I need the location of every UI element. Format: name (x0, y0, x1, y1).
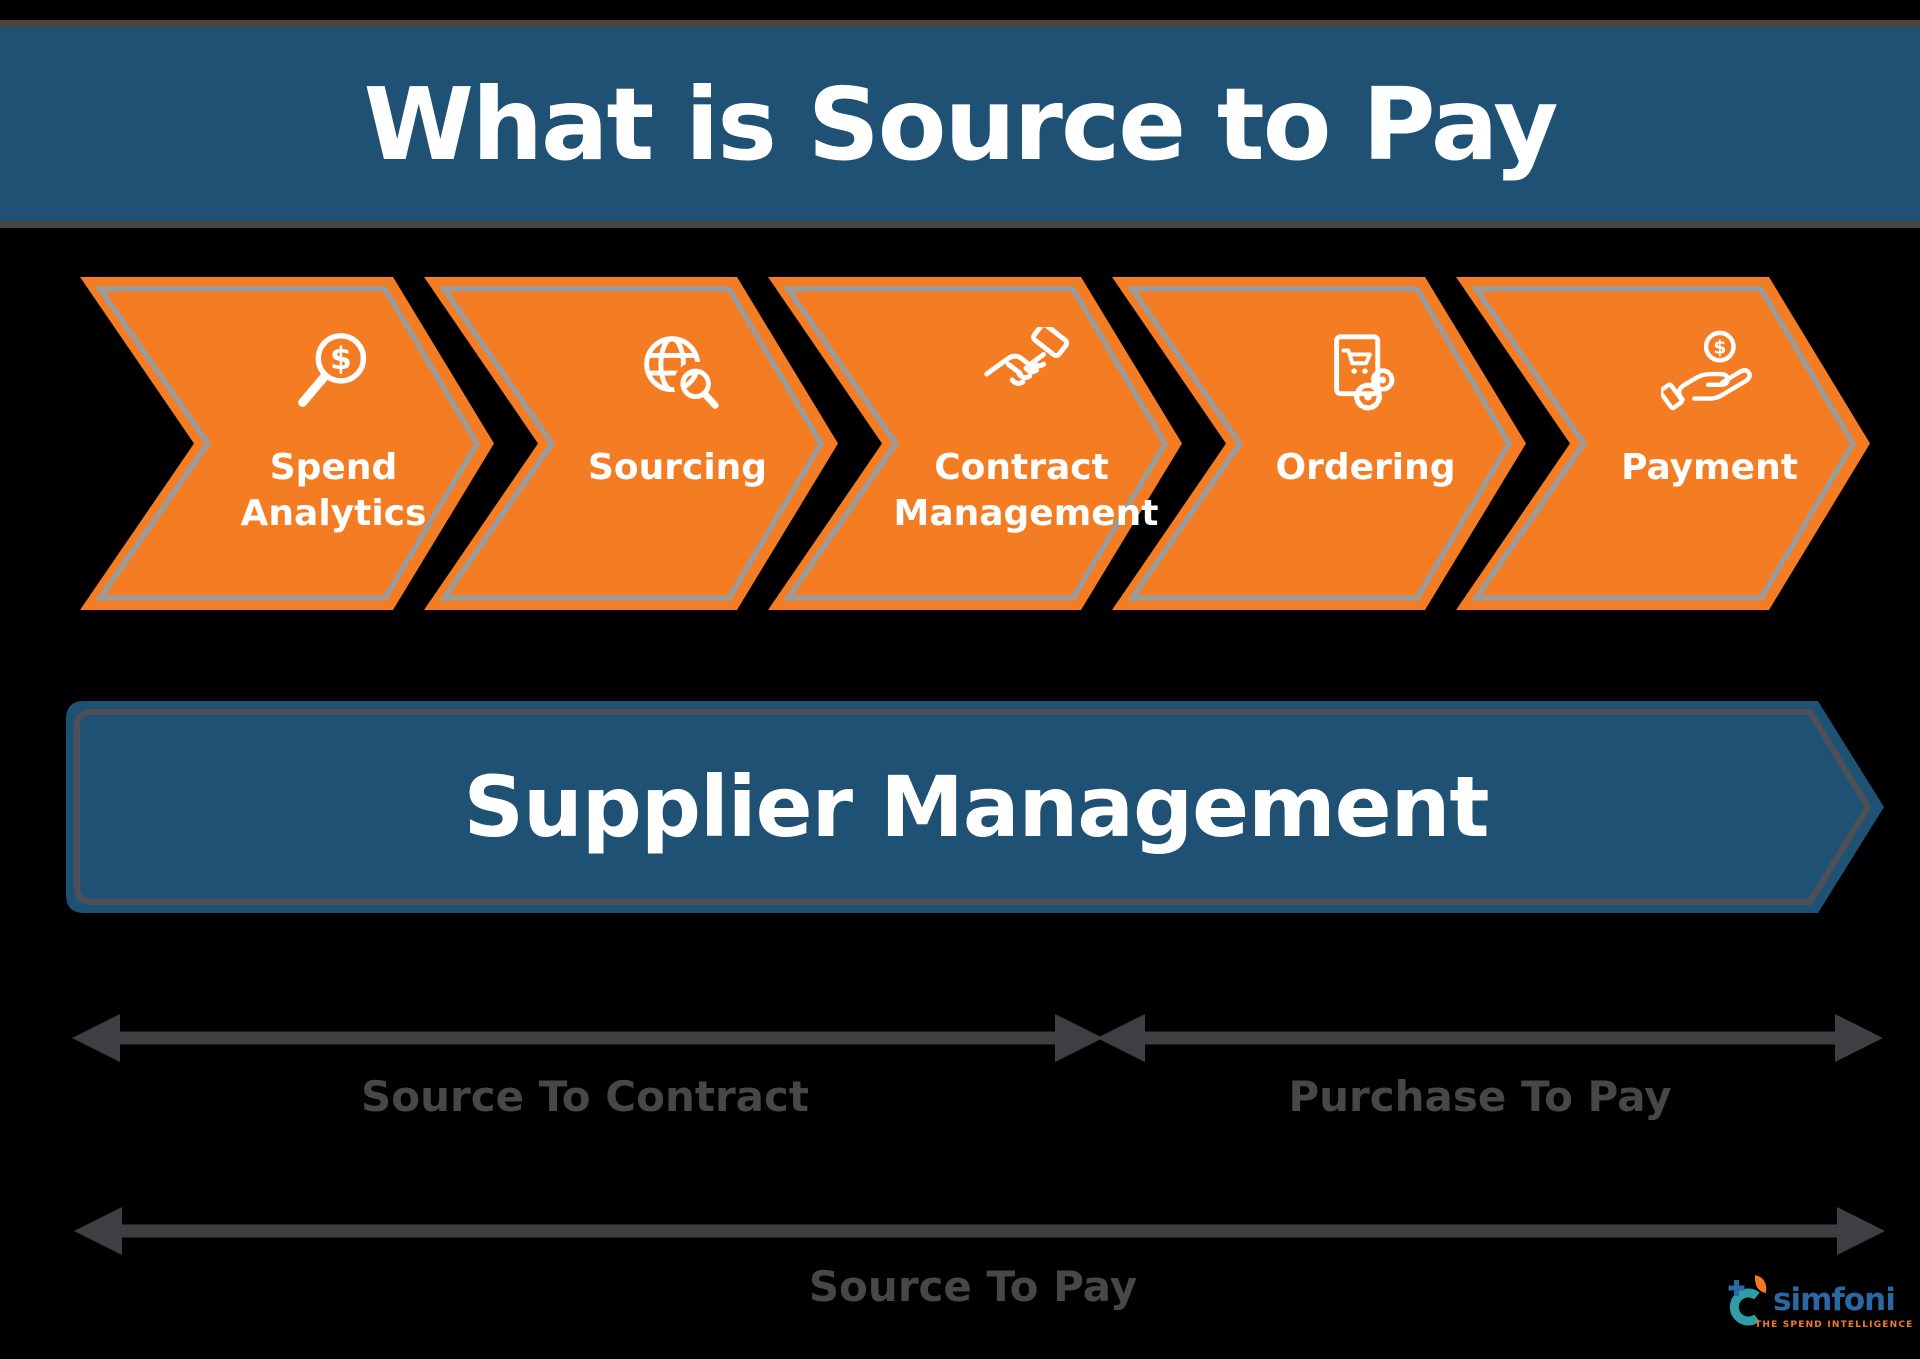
payment-icon: $ (1660, 330, 1752, 411)
step-content: Sourcing (538, 277, 817, 610)
step-payment: $ Payment (1456, 277, 1870, 610)
step-contract-management: Contract Management (768, 277, 1182, 610)
step-content: $ Payment (1570, 277, 1849, 610)
spend-analytics-icon: $ (297, 333, 366, 407)
step-label: Spend Analytics (240, 447, 427, 535)
purchase-to-pay-arrow (1097, 1014, 1883, 1062)
chevron-shape (80, 277, 494, 610)
step-content: Ordering (1226, 277, 1505, 610)
chevron-shape (768, 277, 1182, 610)
brand-logo: simfoni THE SPEND INTELLIGENCE (1725, 1270, 1920, 1355)
contract-management-icon (983, 327, 1069, 386)
step-sourcing: Sourcing (424, 277, 838, 610)
sourcing-icon (643, 336, 719, 409)
source-to-contract-arrow (72, 1014, 1103, 1062)
supplier-bar-shape (66, 701, 1884, 913)
source-to-pay-label: Source To Pay (808, 1262, 1138, 1311)
brand-logo-name: simfoni (1773, 1282, 1896, 1318)
step-label: Ordering (1275, 447, 1456, 488)
brand-logo-icon (1728, 1275, 1767, 1326)
source-to-contract-label: Source To Contract (361, 1072, 809, 1121)
step-content: Contract Management (882, 277, 1161, 610)
step-label: Sourcing (587, 447, 768, 488)
page-title: What is Source to Pay (363, 65, 1559, 183)
supplier-management-bar: Supplier Management (64, 699, 1888, 915)
brand-logo-tagline: THE SPEND INTELLIGENCE (1755, 1320, 1914, 1330)
svg-text:$: $ (329, 341, 351, 377)
ordering-icon (1333, 334, 1394, 411)
step-label: Contract Management (893, 447, 1159, 535)
svg-text:$: $ (1713, 337, 1726, 358)
step-label: Payment (1621, 447, 1798, 488)
source-to-pay-arrow (74, 1207, 1885, 1255)
step-spend-analytics: $ Spend Analytics (80, 277, 494, 610)
chevron-shape (424, 277, 838, 610)
step-ordering: Ordering (1112, 277, 1526, 610)
supplier-management-label: Supplier Management (463, 758, 1489, 856)
step-content: $ Spend Analytics (194, 277, 473, 610)
header-band: What is Source to Pay (0, 20, 1920, 228)
chevron-shape (1456, 277, 1870, 610)
purchase-to-pay-label: Purchase To Pay (1288, 1072, 1672, 1121)
chevron-shape (1112, 277, 1526, 610)
